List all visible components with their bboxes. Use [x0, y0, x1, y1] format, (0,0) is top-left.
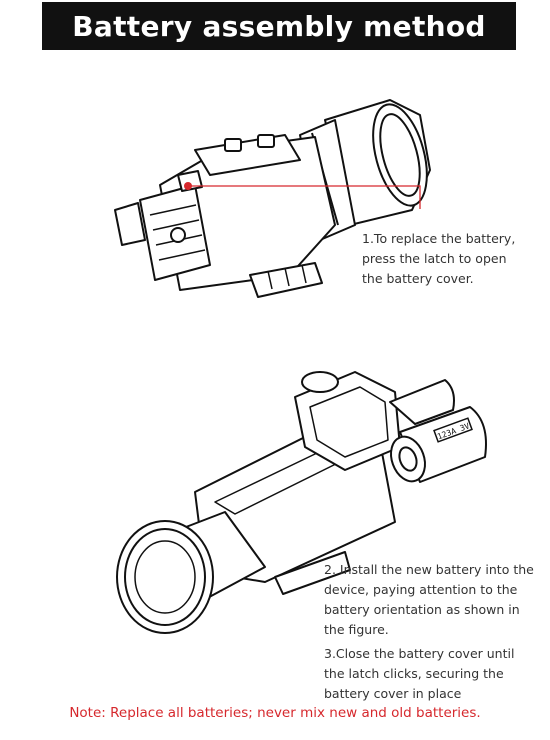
step2-install-caption: 2. Install the new battery into the devi… [324, 562, 534, 637]
device-closed-illustration [114, 99, 431, 298]
battery-label-box [433, 417, 473, 443]
battery-warning-note: Note: Replace all batteries; never mix n… [69, 705, 481, 721]
latch-callout-line [188, 185, 421, 209]
step1-caption: 1.To replace the battery, press the latc… [362, 231, 516, 286]
page-title: Battery assembly method [72, 9, 486, 43]
step2-captions: 2. Install the new battery into the devi… [324, 560, 534, 708]
page-title-bar: Battery assembly method [42, 2, 516, 50]
device-open-illustration: 123A 3V [116, 371, 487, 634]
step3-close-caption: 3.Close the battery cover until the latc… [324, 646, 515, 701]
